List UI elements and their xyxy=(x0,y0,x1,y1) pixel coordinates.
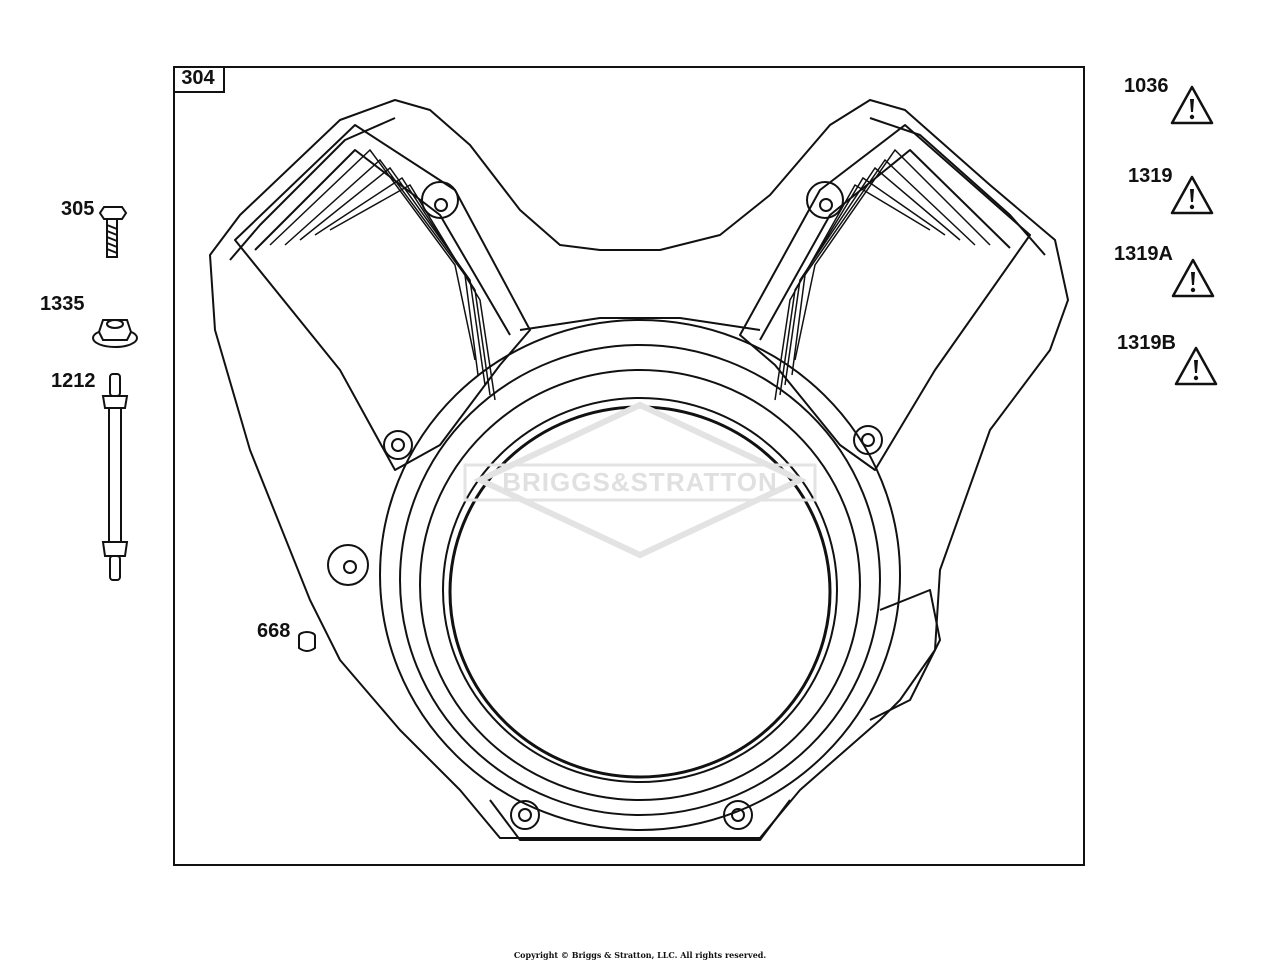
stud-1212-drawing[interactable] xyxy=(100,372,130,584)
warning-triangle-icon[interactable] xyxy=(1174,346,1218,386)
brand-logo-watermark xyxy=(463,401,817,559)
part-label-668[interactable]: 668 xyxy=(257,620,291,642)
warning-label-1319A[interactable]: 1319A xyxy=(1114,243,1173,265)
main-part-number[interactable]: 304 xyxy=(173,66,225,93)
part-label-305[interactable]: 305 xyxy=(61,198,95,220)
warning-triangle-icon[interactable] xyxy=(1170,85,1214,125)
warning-triangle-icon[interactable] xyxy=(1170,175,1214,215)
copyright-notice: Copyright © Briggs & Stratton, LLC. All … xyxy=(513,950,767,960)
warning-label-1319B[interactable]: 1319B xyxy=(1117,332,1176,354)
warning-label-1036[interactable]: 1036 xyxy=(1124,75,1169,97)
brand-watermark-text: BRIGGS&STRATTON xyxy=(502,467,778,497)
bolt-305-drawing[interactable] xyxy=(98,205,130,260)
plug-668-drawing[interactable] xyxy=(296,630,318,654)
diagram-frame xyxy=(173,66,1085,866)
part-label-1335[interactable]: 1335 xyxy=(40,293,85,315)
part-label-1212[interactable]: 1212 xyxy=(51,370,96,392)
warning-triangle-icon[interactable] xyxy=(1171,258,1215,298)
nut-1335-drawing[interactable] xyxy=(90,310,140,350)
warning-label-1319[interactable]: 1319 xyxy=(1128,165,1173,187)
